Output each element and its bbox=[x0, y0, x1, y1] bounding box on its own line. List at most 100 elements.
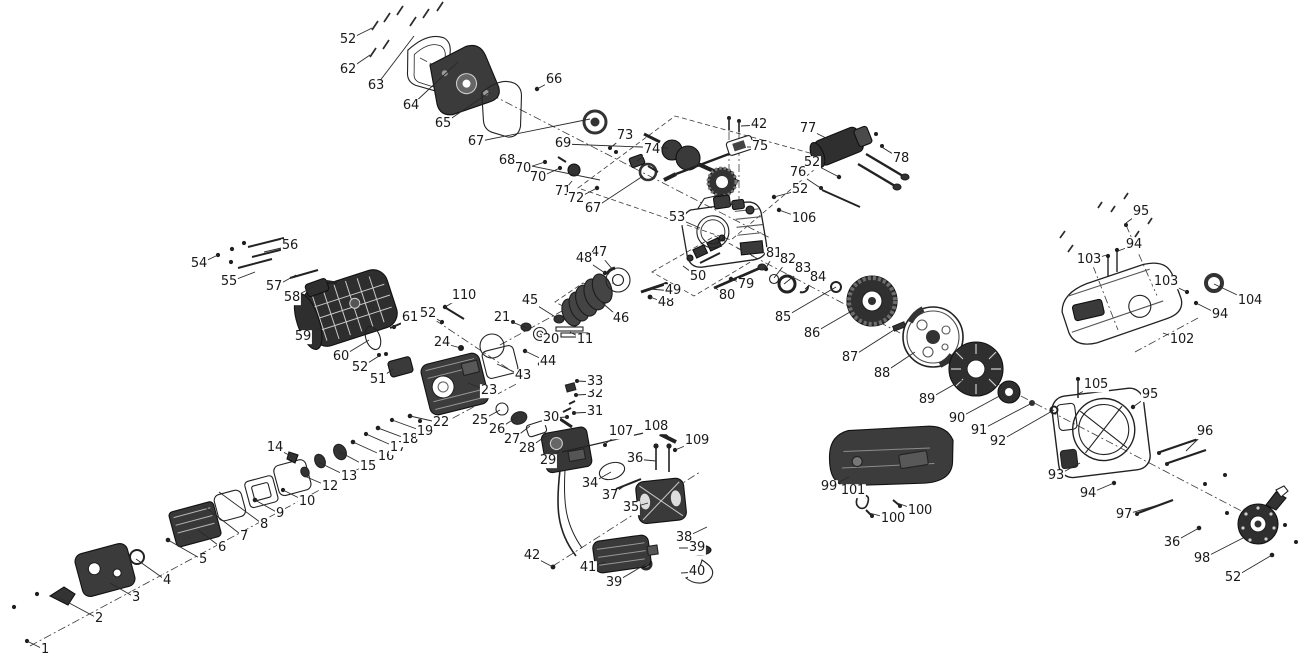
callout-85: 85 bbox=[773, 310, 793, 326]
callout-4: 4 bbox=[161, 573, 173, 589]
callout-36: 36 bbox=[1162, 535, 1182, 551]
callout-58: 58 bbox=[282, 290, 302, 306]
callout-95: 95 bbox=[1140, 387, 1160, 403]
callout-103: 103 bbox=[1075, 252, 1103, 268]
callout-78: 78 bbox=[891, 151, 911, 167]
callout-25: 25 bbox=[470, 413, 490, 429]
callout-75: 75 bbox=[750, 139, 770, 155]
callout-83: 83 bbox=[793, 261, 813, 277]
callout-107: 107 bbox=[607, 424, 635, 440]
callout-52: 52 bbox=[1223, 570, 1243, 586]
callout-89: 89 bbox=[917, 392, 937, 408]
callout-51: 51 bbox=[368, 372, 388, 388]
callout-94: 94 bbox=[1210, 307, 1230, 323]
callout-104: 104 bbox=[1236, 293, 1264, 309]
callout-103: 103 bbox=[1152, 274, 1180, 290]
callout-76: 76 bbox=[788, 165, 808, 181]
callout-94: 94 bbox=[1078, 486, 1098, 502]
callout-68: 68 bbox=[497, 153, 517, 169]
callout-21: 21 bbox=[492, 310, 512, 326]
callout-49: 49 bbox=[663, 283, 683, 299]
callout-57: 57 bbox=[264, 279, 284, 295]
callout-100: 100 bbox=[879, 511, 907, 527]
callout-67: 67 bbox=[583, 201, 603, 217]
callout-97: 97 bbox=[1114, 507, 1134, 523]
callout-96: 96 bbox=[1195, 424, 1215, 440]
callout-87: 87 bbox=[840, 350, 860, 366]
callout-73: 73 bbox=[615, 128, 635, 144]
callout-29: 29 bbox=[538, 453, 558, 469]
callout-30: 30 bbox=[541, 410, 561, 426]
callout-81: 81 bbox=[764, 246, 784, 262]
callout-70: 70 bbox=[513, 161, 533, 177]
callout-109: 109 bbox=[683, 433, 711, 449]
callout-55: 55 bbox=[219, 274, 239, 290]
callout-39: 39 bbox=[604, 575, 624, 591]
callout-92: 92 bbox=[988, 434, 1008, 450]
callout-94: 94 bbox=[1124, 237, 1144, 253]
callout-77: 77 bbox=[798, 121, 818, 137]
callout-50: 50 bbox=[688, 269, 708, 285]
callout-32: 32 bbox=[585, 386, 605, 402]
callout-15: 15 bbox=[358, 459, 378, 475]
callout-45: 45 bbox=[520, 293, 540, 309]
callout-28: 28 bbox=[517, 441, 537, 457]
callout-42: 42 bbox=[522, 548, 542, 564]
callout-46: 46 bbox=[611, 311, 631, 327]
callout-6: 6 bbox=[216, 540, 228, 556]
callout-26: 26 bbox=[487, 422, 507, 438]
callout-93: 93 bbox=[1046, 468, 1066, 484]
callout-63: 63 bbox=[366, 78, 386, 94]
callout-27: 27 bbox=[502, 432, 522, 448]
callout-70: 70 bbox=[528, 170, 548, 186]
callout-9: 9 bbox=[274, 506, 286, 522]
callout-52: 52 bbox=[802, 155, 822, 171]
callout-102: 102 bbox=[1168, 332, 1196, 348]
callout-105: 105 bbox=[1082, 377, 1110, 393]
callout-62: 62 bbox=[338, 62, 358, 78]
callout-22: 22 bbox=[431, 415, 451, 431]
callout-110: 110 bbox=[450, 288, 478, 304]
callout-52: 52 bbox=[418, 306, 438, 322]
callout-84: 84 bbox=[808, 270, 828, 286]
callout-91: 91 bbox=[969, 423, 989, 439]
callout-48: 48 bbox=[656, 295, 676, 311]
callout-42: 42 bbox=[749, 117, 769, 133]
callout-24: 24 bbox=[432, 335, 452, 351]
callout-11: 11 bbox=[575, 332, 595, 348]
callout-40: 40 bbox=[687, 564, 707, 580]
callout-95: 95 bbox=[1131, 204, 1151, 220]
callout-108: 108 bbox=[642, 419, 670, 435]
callout-52: 52 bbox=[350, 360, 370, 376]
callout-90: 90 bbox=[947, 411, 967, 427]
callout-23: 23 bbox=[479, 383, 499, 399]
callout-7: 7 bbox=[238, 529, 250, 545]
callout-61: 61 bbox=[400, 310, 420, 326]
callout-59: 59 bbox=[293, 329, 313, 345]
callout-31: 31 bbox=[585, 404, 605, 420]
callout-56: 56 bbox=[280, 238, 300, 254]
callout-41: 41 bbox=[578, 560, 598, 576]
callout-99: 99 bbox=[819, 479, 839, 495]
parts-artwork bbox=[11, 1, 1298, 647]
callout-10: 10 bbox=[297, 494, 317, 510]
callout-5: 5 bbox=[197, 552, 209, 568]
callout-33: 33 bbox=[585, 374, 605, 390]
callout-74: 74 bbox=[642, 142, 662, 158]
callout-101: 101 bbox=[839, 483, 867, 499]
callout-18: 18 bbox=[400, 432, 420, 448]
callout-53: 53 bbox=[667, 210, 687, 226]
callout-52: 52 bbox=[790, 182, 810, 198]
callout-64: 64 bbox=[401, 98, 421, 114]
callout-86: 86 bbox=[802, 326, 822, 342]
callout-47: 47 bbox=[589, 245, 609, 261]
callout-8: 8 bbox=[258, 517, 270, 533]
callout-12: 12 bbox=[320, 479, 340, 495]
callout-100: 100 bbox=[906, 503, 934, 519]
callout-43: 43 bbox=[513, 368, 533, 384]
callout-19: 19 bbox=[415, 424, 435, 440]
callout-37: 37 bbox=[600, 488, 620, 504]
callout-3: 3 bbox=[130, 590, 142, 606]
